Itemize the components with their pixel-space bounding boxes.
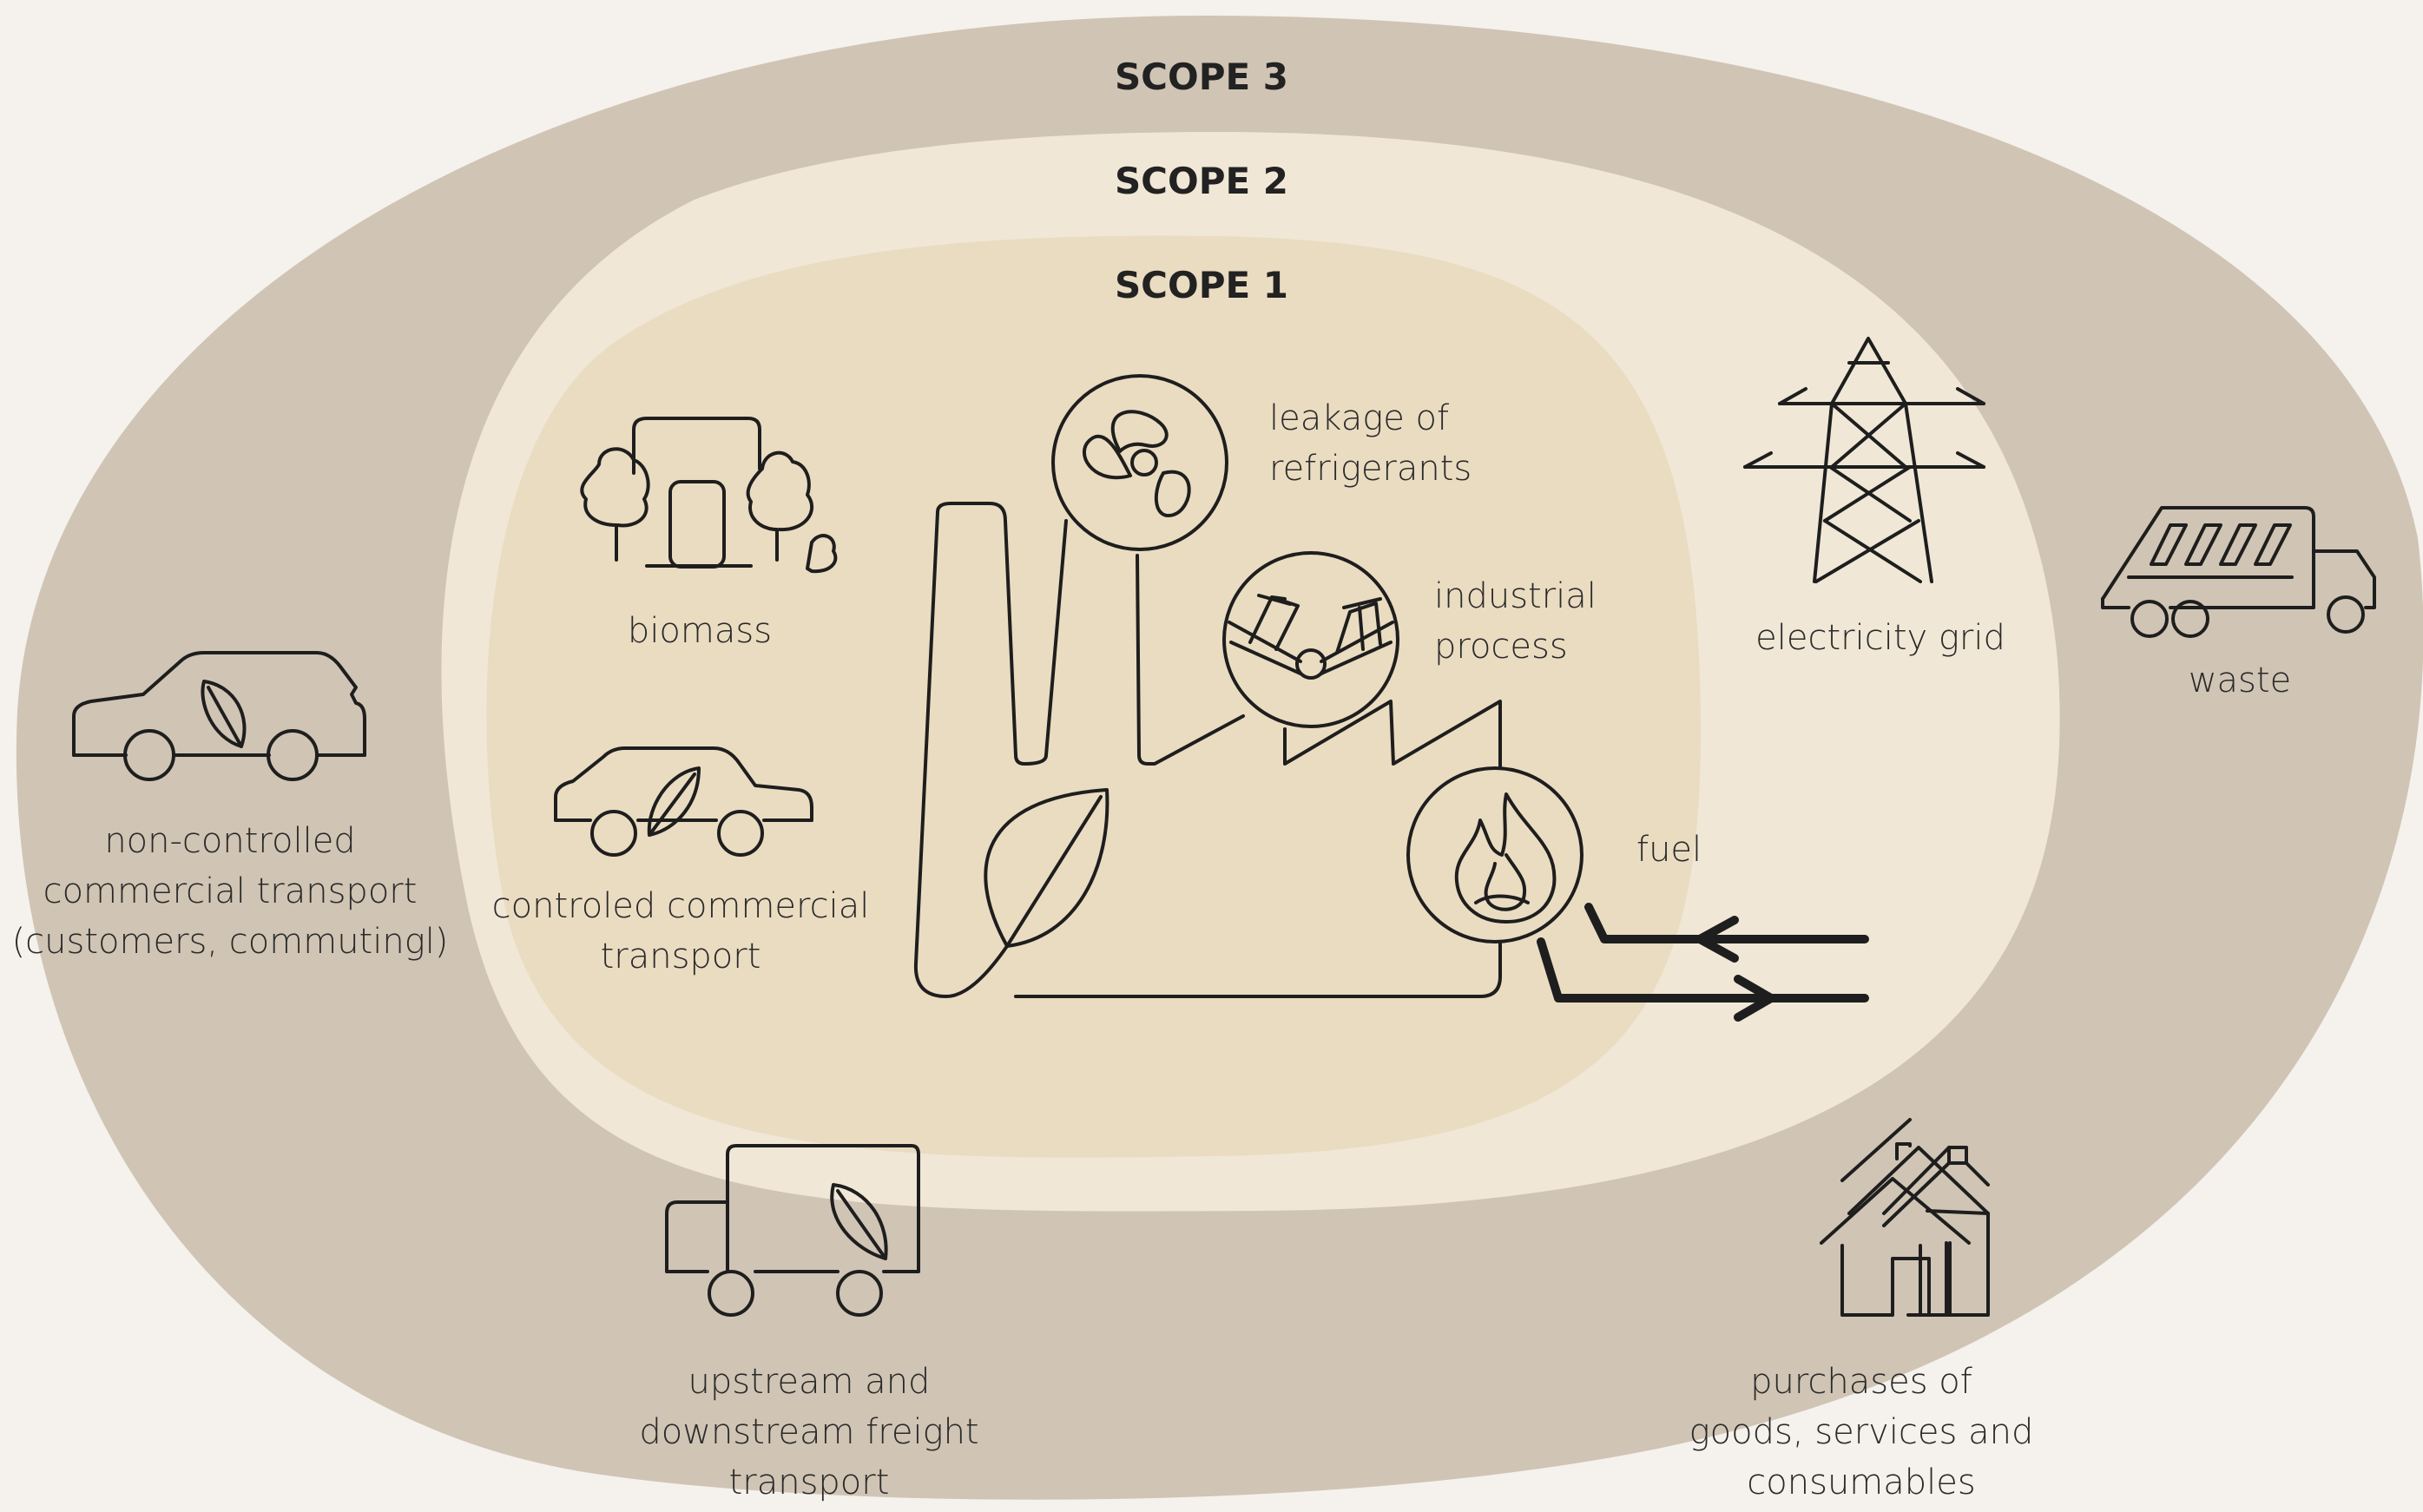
label-freight-line2: downstream freight [639,1412,978,1452]
label-purchases-line1: purchases of [1750,1362,1972,1402]
label-controlled-transport-line1: controled commercial [492,886,870,926]
label-leakage-line1: leakage of [1269,398,1449,438]
label-freight: upstream and downstream freight transpor… [639,1362,978,1502]
car-leaf-icon-scope1 [554,746,813,857]
houses-icon [1820,1118,1990,1317]
label-noncontrolled-line1: non-controlled [104,821,355,861]
label-biomass: biomass [628,611,772,651]
label-purchases: purchases of goods, services and consuma… [1689,1362,2034,1502]
label-controlled-transport: controled commercial transport [492,886,870,976]
scope1-zone [486,235,1702,1158]
label-waste: waste [2189,661,2291,700]
label-controlled-transport-line2: transport [601,937,761,976]
label-industrial-line2: process [1434,627,1568,667]
factory-icon [913,502,1502,998]
label-noncontrolled-transport: non-controlled commercial transport (cus… [12,821,449,962]
truck-leaf-icon [665,1144,920,1317]
electricity-pylon-icon [1743,337,1985,583]
label-leakage: leakage of refrigerants [1269,398,1472,489]
fan-icon [1051,374,1228,551]
label-electricity-grid: electricity grid [1755,618,2005,658]
label-fuel: fuel [1636,830,1702,870]
scope1-title: SCOPE 1 [1115,264,1288,306]
label-freight-line1: upstream and [688,1362,931,1402]
scope3-title: SCOPE 3 [1115,56,1288,98]
label-purchases-line2: goods, services and [1689,1412,2034,1452]
label-noncontrolled-line3: (customers, commutingl) [12,922,449,962]
label-noncontrolled-line2: commercial transport [43,871,418,911]
label-purchases-line3: consumables [1747,1463,1975,1502]
car-leaf-icon-scope3 [72,651,366,781]
biomass-building-icon [580,417,838,574]
industrial-process-icon [1222,551,1399,728]
garbage-truck-icon [2101,506,2376,638]
scope2-title: SCOPE 2 [1115,160,1288,202]
fuel-arrows [1537,903,1869,1022]
flame-icon [1406,766,1584,943]
label-freight-line3: transport [729,1463,890,1502]
label-leakage-line2: refrigerants [1269,449,1472,489]
label-industrial-line1: industrial [1434,576,1597,616]
label-industrial: industrial process [1434,576,1597,667]
